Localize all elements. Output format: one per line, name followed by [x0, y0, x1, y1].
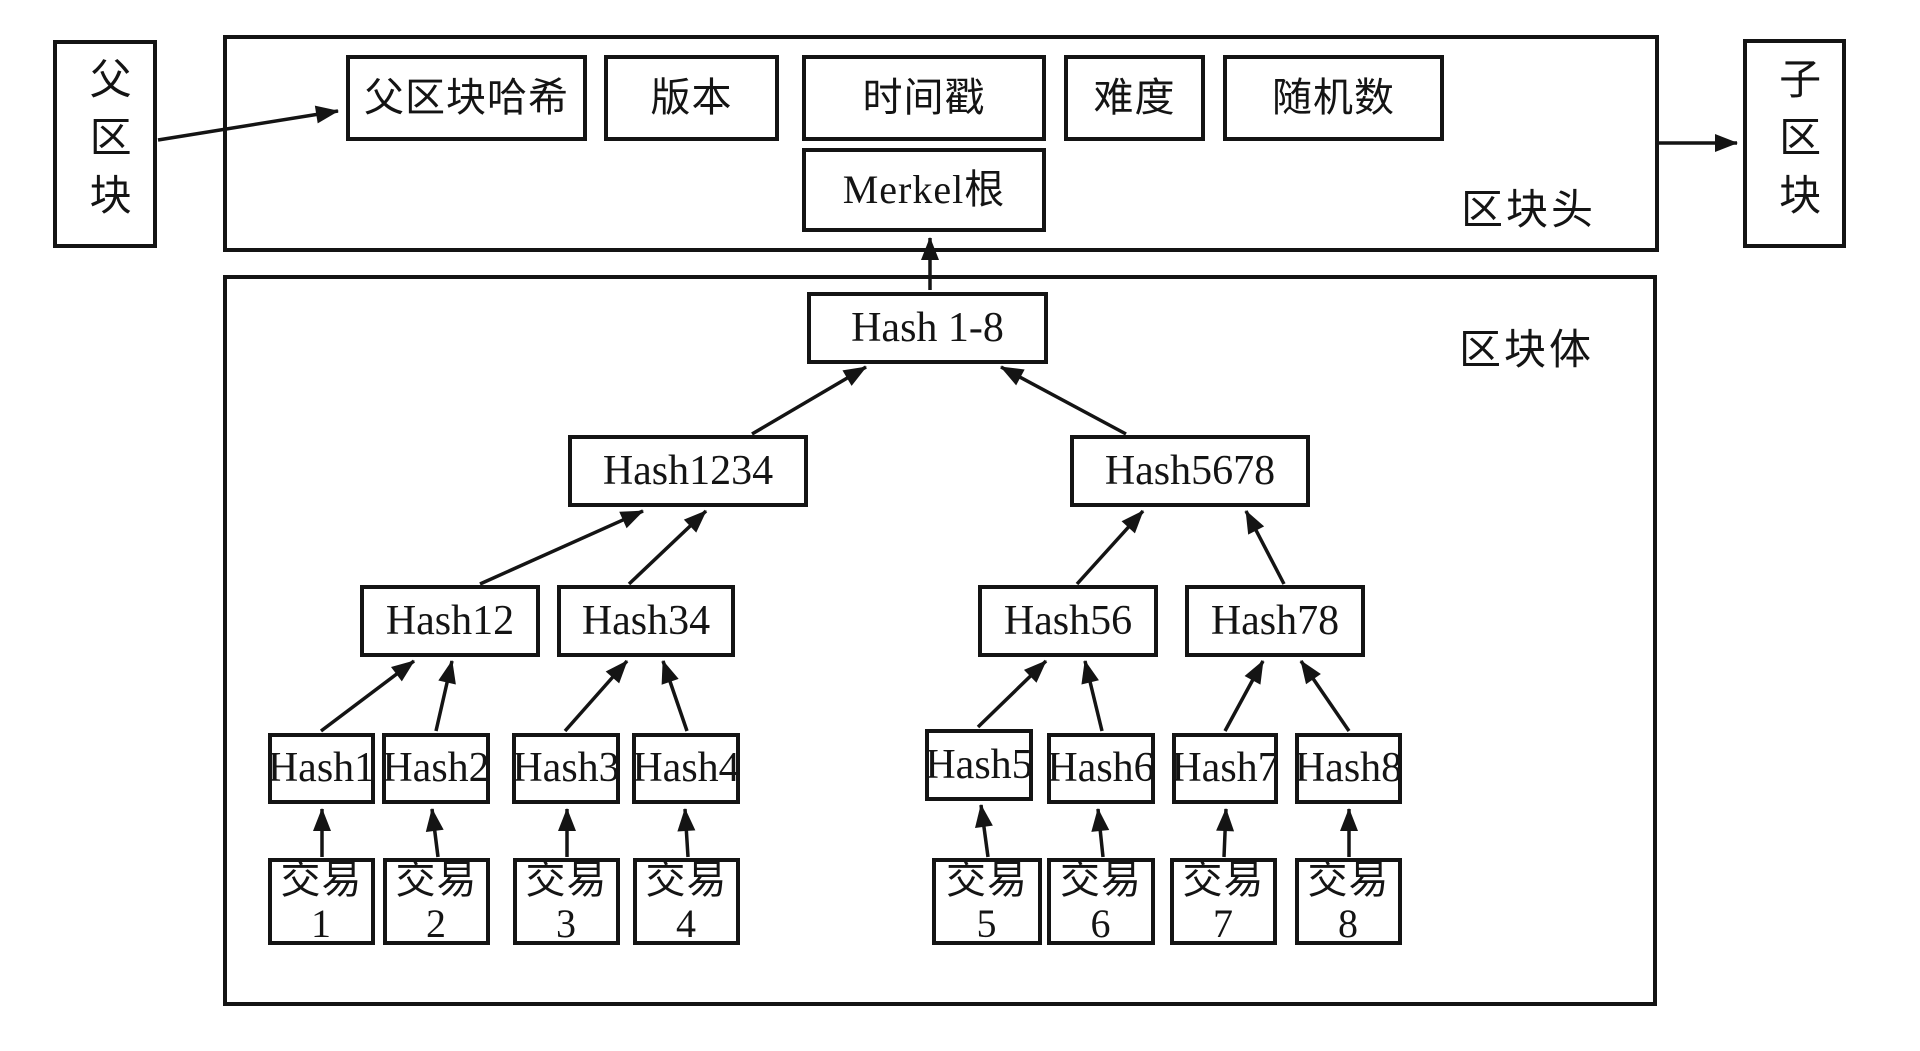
node-hash1: Hash1 [268, 733, 375, 804]
node-tx5: 交易5 [932, 857, 1042, 945]
node-hash2: Hash2 [382, 733, 490, 804]
node-hash12: Hash12 [360, 585, 540, 657]
node-tx6: 交易6 [1047, 857, 1155, 945]
field-merkle-root: Merkel根 [802, 148, 1046, 232]
node-hash78: Hash78 [1185, 585, 1365, 657]
field-version: 版本 [604, 55, 779, 141]
node-hash56: Hash56 [978, 585, 1158, 657]
node-hash4: Hash4 [632, 733, 740, 804]
block-header-label: 区块头 [1461, 188, 1597, 234]
node-hash8: Hash8 [1295, 733, 1402, 804]
block-body-label: 区块体 [1459, 328, 1595, 374]
block-header-container [223, 35, 1659, 252]
node-hash-1-8: Hash 1-8 [807, 292, 1048, 364]
node-tx7: 交易7 [1170, 857, 1277, 945]
field-parent-block-hash: 父区块哈希 [346, 55, 587, 141]
parent-block: 父区块 [53, 40, 157, 248]
node-tx8: 交易8 [1295, 857, 1402, 945]
field-nonce: 随机数 [1223, 55, 1444, 141]
node-tx4: 交易4 [633, 857, 740, 945]
node-hash5: Hash5 [925, 729, 1033, 801]
child-block: 子区块 [1743, 39, 1846, 248]
field-timestamp: 时间戳 [802, 55, 1046, 141]
node-hash3: Hash3 [512, 733, 620, 804]
node-hash6: Hash6 [1047, 733, 1155, 804]
node-hash1234: Hash1234 [568, 435, 808, 507]
node-tx3: 交易3 [513, 857, 620, 945]
node-tx2: 交易2 [383, 857, 490, 945]
node-hash5678: Hash5678 [1070, 435, 1310, 507]
node-tx1: 交易1 [268, 857, 375, 945]
node-hash7: Hash7 [1171, 733, 1279, 804]
block-body-container [223, 275, 1657, 1006]
node-hash34: Hash34 [557, 585, 735, 657]
field-difficulty: 难度 [1064, 55, 1205, 141]
